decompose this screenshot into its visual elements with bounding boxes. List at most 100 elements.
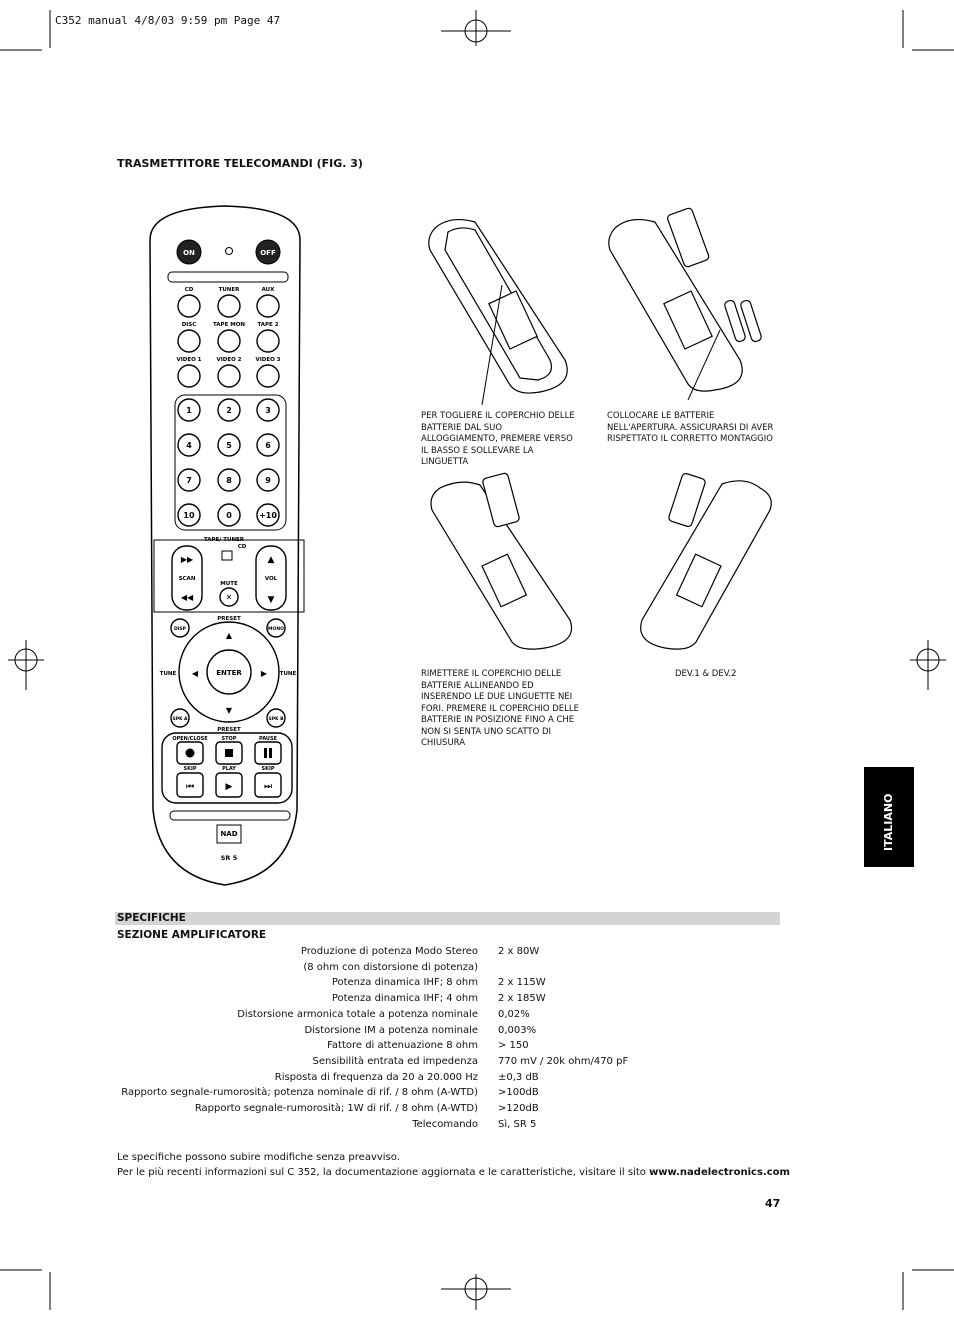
battery-step2-illustration bbox=[608, 207, 762, 401]
tune-right-label: TUNE bbox=[280, 671, 297, 677]
btn-cd-label: CD bbox=[185, 287, 194, 293]
svg-text:⏮: ⏮ bbox=[186, 782, 194, 792]
battery-step3-illustration bbox=[430, 472, 573, 650]
digit-8: 8 bbox=[226, 476, 232, 485]
spec-label: (8 ohm con distorsione di potenza) bbox=[303, 962, 478, 973]
spec-row: Potenza dinamica IHF; 8 ohm 2 x 115W bbox=[0, 977, 954, 992]
mono-label: MONO bbox=[268, 626, 284, 632]
footnote-website: Per le più recenti informazioni sul C 35… bbox=[117, 1167, 790, 1178]
digit-6: 6 bbox=[265, 441, 271, 450]
spec-row: Sensibilità entrata ed impedenza 770 mV /… bbox=[0, 1056, 954, 1071]
digit-7: 7 bbox=[186, 476, 192, 485]
digit-5: 5 bbox=[226, 441, 232, 450]
spec-label: Fattore di attenuazione 8 ohm bbox=[327, 1040, 478, 1051]
svg-text:◀◀: ◀◀ bbox=[181, 593, 194, 602]
footnote-disclaimer: Le specifiche possono subire modifiche s… bbox=[117, 1152, 400, 1163]
battery-step1-illustration bbox=[428, 218, 568, 406]
caption-insert-batteries: COLLOCARE LE BATTERIE NELL'APERTURA. ASS… bbox=[607, 411, 774, 444]
btn-tuner-label: TUNER bbox=[219, 287, 241, 293]
digit-2: 2 bbox=[226, 406, 232, 415]
spec-row: Telecomando Sì, SR 5 bbox=[0, 1119, 954, 1134]
digit-3: 3 bbox=[265, 406, 271, 415]
language-tab-label: ITALIANO bbox=[882, 793, 895, 851]
caption-replace-cover: RIMETTERE IL COPERCHIO DELLE BATTERIE AL… bbox=[421, 669, 580, 748]
btn-disc-label: DISC bbox=[182, 322, 197, 328]
preset-bottom-label: PRESET bbox=[217, 727, 241, 733]
tune-left-label: TUNE bbox=[160, 671, 177, 677]
pause-label: PAUSE bbox=[259, 736, 278, 742]
spec-value: > 150 bbox=[498, 1040, 529, 1051]
printer-slug: C352 manual 4/8/03 9:59 pm Page 47 bbox=[55, 14, 281, 27]
remote-control-illustration: ON OFF CD TUNER AUX DISC TAPE MON TAPE 2… bbox=[149, 205, 305, 886]
spec-row: Fattore di attenuazione 8 ohm > 150 bbox=[0, 1040, 954, 1055]
spec-label: Rapporto segnale-rumorosità; 1W di rif. … bbox=[194, 1103, 478, 1114]
on-button-label: ON bbox=[183, 249, 195, 257]
battery-step4-illustration bbox=[640, 472, 772, 650]
digit-0: 0 bbox=[226, 511, 232, 520]
spec-label: Potenza dinamica IHF; 4 ohm bbox=[331, 993, 478, 1004]
spec-value: >100dB bbox=[498, 1087, 539, 1098]
caption-dev: DEV.1 & DEV.2 bbox=[675, 669, 737, 679]
enter-label: ENTER bbox=[216, 669, 242, 677]
spk-a-label: SPK A bbox=[172, 716, 188, 722]
specs-subtitle: SEZIONE AMPLIFICATORE bbox=[117, 929, 267, 941]
digit-1: 1 bbox=[186, 406, 192, 415]
website-link[interactable]: www.nadelectronics.com bbox=[649, 1167, 790, 1178]
spec-value: 2 x 185W bbox=[498, 993, 546, 1004]
spec-value: 770 mV / 20k ohm/470 pF bbox=[498, 1056, 629, 1067]
btn-video3-label: VIDEO 3 bbox=[255, 357, 280, 363]
svg-text:▲: ▲ bbox=[226, 631, 233, 640]
svg-text:⏭: ⏭ bbox=[264, 782, 272, 792]
skip-forward-label: SKIP bbox=[261, 766, 274, 772]
spec-value: Sì, SR 5 bbox=[498, 1119, 537, 1130]
scan-label: SCAN bbox=[179, 576, 196, 582]
spec-row: Rapporto segnale-rumorosità; potenza nom… bbox=[0, 1087, 954, 1102]
off-button-label: OFF bbox=[260, 249, 276, 257]
svg-text:▶: ▶ bbox=[226, 782, 233, 792]
disp-label: DISP bbox=[174, 626, 187, 632]
tape-tuner-label: TAPE/ TUNER bbox=[204, 537, 245, 543]
svg-text:◀: ◀ bbox=[192, 669, 199, 678]
section-title: TRASMETTITORE TELECOMANDI (FIG. 3) bbox=[117, 157, 363, 170]
btn-tapemon-label: TAPE MON bbox=[213, 322, 245, 328]
btn-video1-label: VIDEO 1 bbox=[176, 357, 201, 363]
spec-row: Risposta di frequenza da 20 a 20.000 Hz ±… bbox=[0, 1072, 954, 1087]
spec-row: Distorsione armonica totale a potenza no… bbox=[0, 1009, 954, 1024]
spec-label: Potenza dinamica IHF; 8 ohm bbox=[331, 977, 478, 988]
spec-row: Potenza dinamica IHF; 4 ohm 2 x 185W bbox=[0, 993, 954, 1008]
spec-label: Telecomando bbox=[412, 1119, 478, 1130]
specs-title: SPECIFICHE bbox=[117, 912, 186, 924]
svg-text:▶: ▶ bbox=[261, 669, 268, 678]
svg-text:▲: ▲ bbox=[268, 555, 275, 565]
spec-row: Rapporto segnale-rumorosità; 1W di rif. … bbox=[0, 1103, 954, 1118]
btn-video2-label: VIDEO 2 bbox=[216, 357, 241, 363]
btn-aux-label: AUX bbox=[262, 287, 276, 293]
digit-4: 4 bbox=[186, 441, 192, 450]
preset-top-label: PRESET bbox=[217, 616, 241, 622]
spec-value: 0,003% bbox=[498, 1025, 537, 1036]
spec-value: 2 x 80W bbox=[498, 946, 540, 957]
stop-label: STOP bbox=[222, 736, 237, 742]
vol-label: VOL bbox=[265, 576, 278, 582]
btn-tape2-label: TAPE 2 bbox=[257, 322, 278, 328]
skip-back-label: SKIP bbox=[183, 766, 196, 772]
digit-9: 9 bbox=[265, 476, 271, 485]
mute-label: MUTE bbox=[220, 581, 238, 587]
caption-remove-cover: PER TOGLIERE IL COPERCHIO DELLE BATTERIE… bbox=[421, 411, 575, 467]
svg-text:✕: ✕ bbox=[226, 593, 233, 602]
cd-switch-label: CD bbox=[238, 544, 247, 550]
spec-row: (8 ohm con distorsione di potenza) bbox=[0, 962, 954, 977]
digit-10: 10 bbox=[183, 511, 195, 520]
play-label: PLAY bbox=[222, 766, 236, 772]
spec-label: Distorsione armonica totale a potenza no… bbox=[237, 1009, 478, 1020]
spec-value: 2 x 115W bbox=[498, 977, 546, 988]
svg-text:▼: ▼ bbox=[268, 595, 275, 605]
spec-label: Sensibilità entrata ed impedenza bbox=[312, 1056, 478, 1067]
spec-value: ±0,3 dB bbox=[498, 1072, 539, 1083]
spec-label: Risposta di frequenza da 20 a 20.000 Hz bbox=[274, 1072, 478, 1083]
spec-value: >120dB bbox=[498, 1103, 539, 1114]
spec-value: 0,02% bbox=[498, 1009, 530, 1020]
